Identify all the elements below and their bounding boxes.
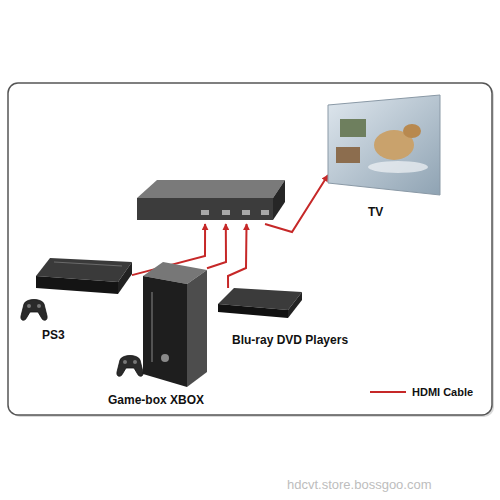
- device-illustration: [36, 258, 132, 296]
- legend-item: HDMI Cable: [370, 386, 473, 398]
- switch-top: [137, 180, 285, 198]
- gamepad-symbol: [117, 356, 143, 377]
- xbox-node: Game-box XBOX: [143, 262, 207, 387]
- hdmi-switch-node: [137, 178, 285, 224]
- legend-line-sample: [370, 391, 406, 393]
- tv-picture: [403, 124, 421, 138]
- hdmi-port: [201, 210, 209, 215]
- console-button: [161, 354, 169, 362]
- device-label: Blu-ray DVD Players: [232, 333, 348, 347]
- device-illustration: [137, 178, 285, 224]
- console-highlight: [54, 262, 122, 266]
- console-side: [118, 262, 132, 294]
- tv-picture: [368, 161, 428, 173]
- legend-text: HDMI Cable: [412, 386, 473, 398]
- tv-node: TV: [328, 95, 440, 195]
- tv-picture: [340, 119, 366, 137]
- console-slot: [151, 292, 153, 362]
- tv-picture: [336, 147, 360, 163]
- device-illustration: [328, 95, 440, 195]
- console-front: [36, 276, 118, 294]
- hdmi-cable: [228, 224, 247, 288]
- console-side: [187, 270, 207, 387]
- watermark: hdcvt.store.bossgoo.com: [287, 477, 432, 492]
- bluray-node: Blu-ray DVD Players: [218, 288, 302, 322]
- hdmi-port: [242, 210, 250, 215]
- device-label: PS3: [42, 328, 65, 342]
- tv-screen: [328, 95, 440, 195]
- switch-front: [137, 198, 273, 220]
- hdmi-port: [261, 210, 269, 215]
- player-front: [218, 304, 288, 318]
- device-label: TV: [368, 205, 383, 219]
- device-label: Game-box XBOX: [108, 393, 204, 407]
- hdmi-port: [222, 210, 230, 215]
- ps3-node: PS3: [36, 258, 132, 296]
- frame-border: [8, 83, 492, 415]
- switch-side: [273, 180, 285, 220]
- tv-edge: [328, 95, 440, 195]
- gamepad-symbol: [21, 300, 47, 321]
- device-illustration: [143, 262, 207, 387]
- hdmi-cable: [207, 224, 226, 268]
- legend-line-sample: [370, 387, 406, 397]
- player-side: [288, 292, 302, 318]
- device-illustration: [218, 288, 302, 322]
- console-front: [143, 276, 187, 387]
